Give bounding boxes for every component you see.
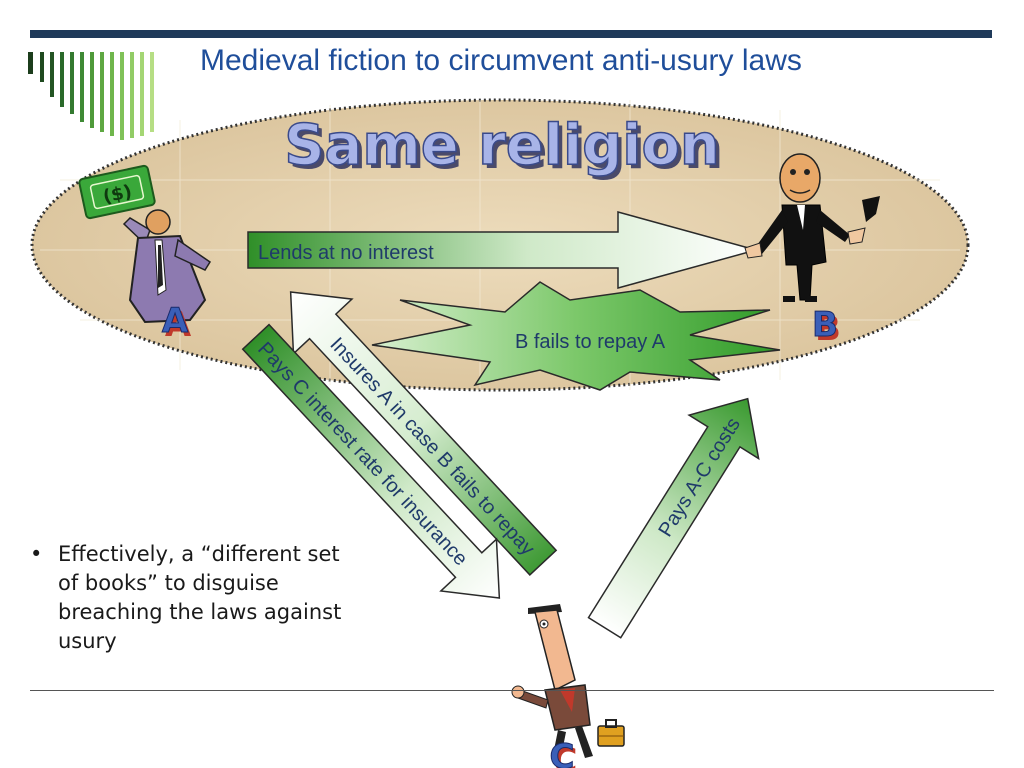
bullet-symbol: • — [30, 542, 43, 566]
briefcase-icon — [597, 719, 625, 747]
fails-label: B fails to repay A — [515, 331, 666, 353]
label-a: A A — [161, 301, 192, 346]
label-a-shadow: A — [165, 305, 192, 345]
pays-interest-arrow — [241, 323, 501, 599]
lends-label: Lends at no interest — [258, 242, 434, 264]
slide-title: Medieval fiction to circumvent anti-usur… — [200, 44, 802, 77]
pays-costs-arrow — [587, 397, 760, 639]
header-bar — [30, 30, 992, 38]
label-b-shadow: B — [815, 309, 841, 349]
borrower-person-icon — [744, 153, 880, 302]
insures-arrow — [289, 291, 558, 576]
lends-arrow — [247, 211, 759, 289]
footer-divider — [30, 690, 994, 691]
decorative-stripes — [28, 52, 168, 142]
label-a-text: A — [162, 301, 189, 341]
label-c-shadow: C — [553, 741, 578, 768]
lender-person-icon: ($) — [78, 164, 212, 324]
label-b: B B — [812, 305, 841, 350]
bullet-text: Effectively, a “different set of books” … — [58, 542, 342, 653]
label-c-text: C — [550, 737, 575, 768]
pays-costs-label: Pays A-C costs — [654, 414, 745, 541]
fails-arrow — [371, 281, 781, 391]
insurer-person-icon — [511, 604, 593, 762]
label-c: C C — [549, 737, 578, 768]
same-religion-banner-shadow: Same religion — [288, 117, 724, 182]
pays-costs-arrow-group: Pays A-C costs — [587, 397, 760, 639]
same-religion-banner: Same religion — [284, 113, 720, 178]
label-b-text: B — [812, 305, 838, 345]
